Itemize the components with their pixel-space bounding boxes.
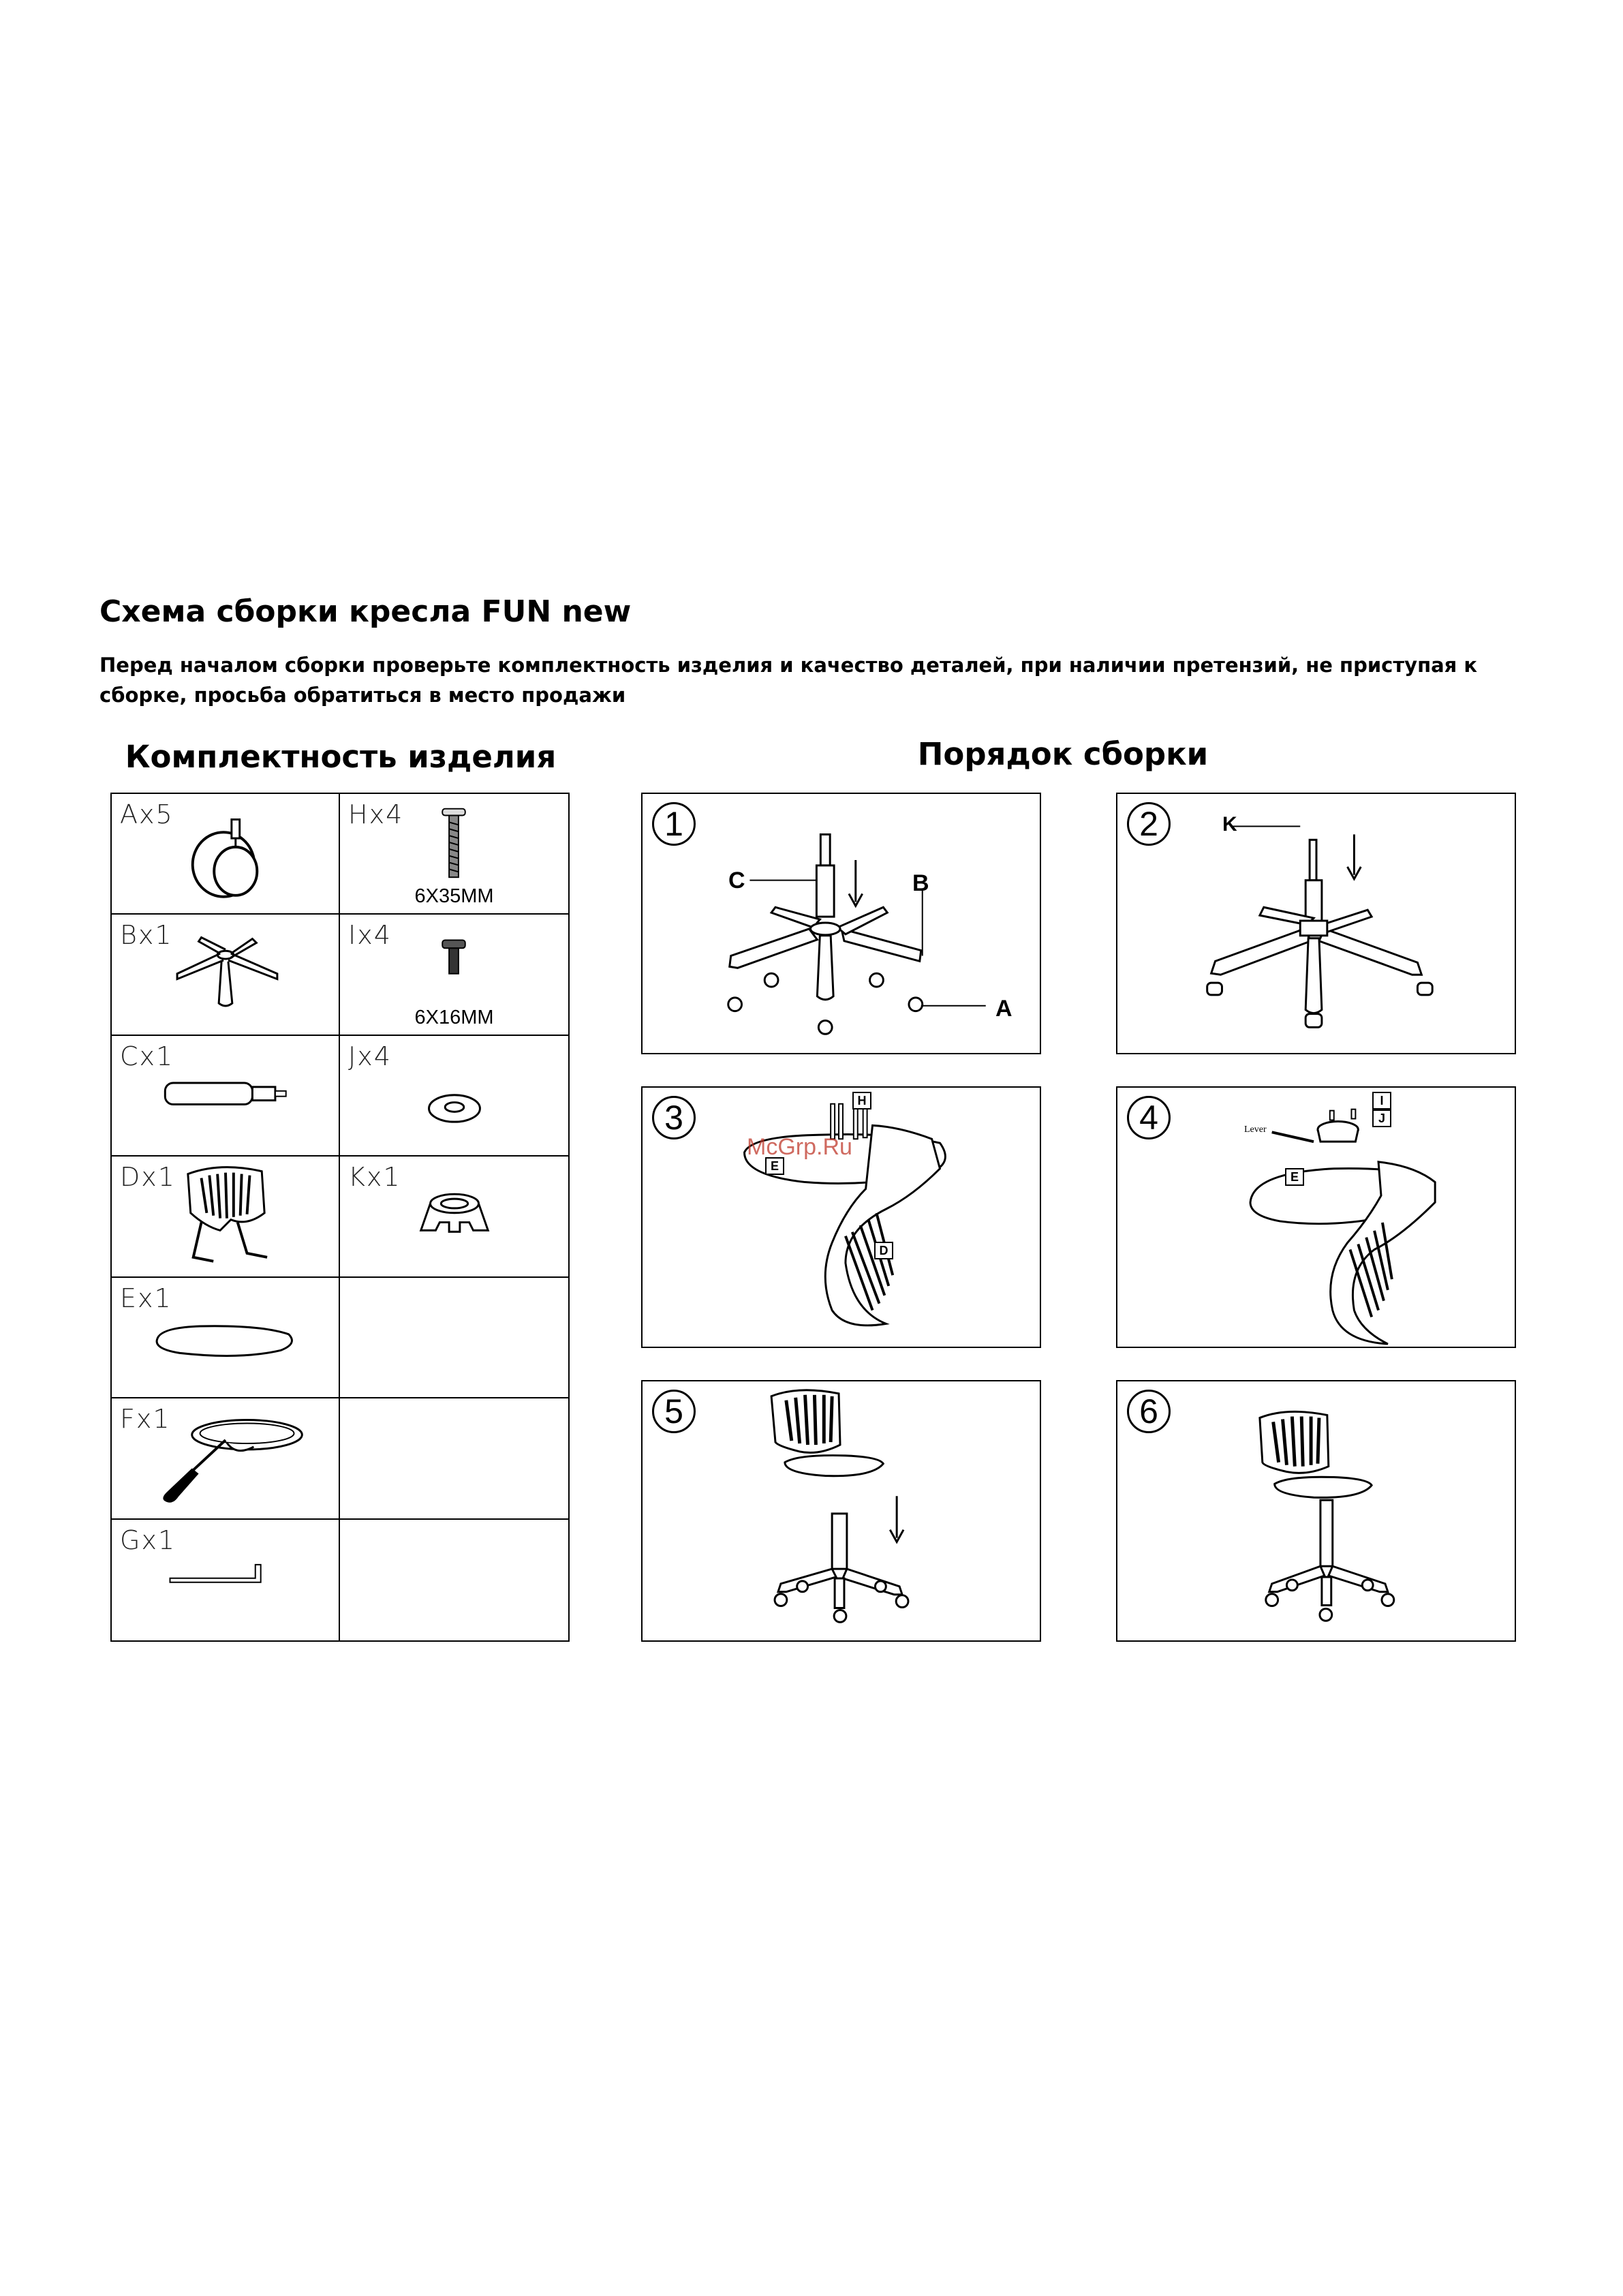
step-6-number: 6 bbox=[1127, 1390, 1171, 1433]
part-label-e: Ex1 bbox=[120, 1283, 172, 1313]
step-2-number: 2 bbox=[1127, 802, 1171, 846]
part-cell-b: Bx1 bbox=[112, 915, 340, 1036]
gas-lift-icon bbox=[164, 1082, 287, 1105]
callout-k: K bbox=[1222, 813, 1237, 836]
part-label-b: Bx1 bbox=[120, 920, 173, 951]
washer-icon bbox=[428, 1094, 481, 1123]
part-cell-i: Ix4 6X16MM bbox=[340, 915, 568, 1036]
callout-d: D bbox=[874, 1242, 893, 1259]
callout-e-step4: E bbox=[1285, 1168, 1304, 1186]
part-cell-h: Hx4 6X35MM bbox=[340, 794, 568, 915]
part-size-h: 6X35MM bbox=[414, 885, 494, 908]
part-cell-g: Gx1 bbox=[112, 1519, 340, 1640]
long-bolt-icon bbox=[442, 808, 466, 878]
step-2-base-diagram bbox=[1206, 825, 1434, 1028]
part-label-g: Gx1 bbox=[120, 1525, 176, 1555]
callout-i: I bbox=[1372, 1092, 1391, 1109]
watermark-text: McGrp.Ru bbox=[747, 1134, 852, 1160]
step-5-panel: 5 bbox=[641, 1380, 1041, 1642]
step-5-attach-diagram bbox=[770, 1389, 910, 1623]
step-5-number: 5 bbox=[652, 1390, 696, 1433]
intro-paragraph: Перед началом сборки проверьте комплектн… bbox=[99, 654, 1478, 707]
seat-icon bbox=[155, 1324, 293, 1357]
step-1-panel: 1 C B A bbox=[641, 793, 1041, 1054]
part-cell-d: Dx1 bbox=[112, 1157, 340, 1278]
callout-c: C bbox=[728, 868, 745, 893]
part-cell-empty-1 bbox=[340, 1278, 568, 1399]
part-label-f: Fx1 bbox=[120, 1404, 171, 1435]
short-bolt-icon bbox=[442, 939, 466, 975]
part-cell-empty-2 bbox=[340, 1398, 568, 1520]
step-6-panel: 6 bbox=[1116, 1380, 1516, 1642]
part-cell-empty-3 bbox=[340, 1520, 568, 1640]
step-6-complete-chair-diagram bbox=[1258, 1410, 1395, 1622]
mechanism-icon bbox=[163, 1419, 303, 1503]
part-label-j: Jx4 bbox=[348, 1041, 392, 1071]
step-1-base-diagram bbox=[727, 833, 986, 1035]
steps-heading: Порядок сборки bbox=[917, 736, 1209, 772]
step-3-seat-back-diagram bbox=[743, 1099, 946, 1327]
part-label-i: Ix4 bbox=[348, 920, 392, 951]
page-title: Схема сборки кресла FUN new bbox=[99, 594, 632, 629]
part-cell-f: Fx1 bbox=[112, 1398, 340, 1520]
cylinder-cover-icon bbox=[419, 1193, 490, 1234]
part-label-h: Hx4 bbox=[348, 799, 404, 829]
allen-key-icon bbox=[169, 1563, 262, 1583]
callout-b: B bbox=[912, 870, 929, 896]
step-1-number: 1 bbox=[652, 802, 696, 846]
callout-a: A bbox=[995, 996, 1013, 1022]
step-4-number: 4 bbox=[1127, 1096, 1171, 1139]
part-cell-a: Ax5 bbox=[112, 794, 340, 915]
part-label-a: Ax5 bbox=[120, 799, 174, 829]
callout-h: H bbox=[852, 1092, 871, 1109]
step-4-panel: 4 Lever I J E bbox=[1116, 1086, 1516, 1348]
part-label-k: Kx1 bbox=[348, 1162, 401, 1193]
part-label-d: Dx1 bbox=[120, 1162, 176, 1193]
step-2-panel: 2 K bbox=[1116, 793, 1516, 1054]
part-size-i: 6X16MM bbox=[414, 1006, 494, 1028]
part-cell-e: Ex1 bbox=[112, 1277, 340, 1399]
caster-wheel-icon bbox=[191, 818, 259, 898]
parts-heading: Комплектность изделия bbox=[125, 739, 557, 775]
star-base-icon bbox=[176, 936, 279, 1007]
part-cell-c: Cx1 bbox=[112, 1035, 340, 1157]
lever-label: Lever bbox=[1244, 1124, 1267, 1135]
parts-table: Ax5 Hx4 6X35MM Bx1 bbox=[110, 793, 570, 1642]
part-label-c: Cx1 bbox=[120, 1041, 174, 1071]
backrest-icon bbox=[187, 1166, 268, 1263]
callout-j: J bbox=[1372, 1109, 1391, 1127]
callout-e: E bbox=[765, 1157, 784, 1175]
part-cell-j: Jx4 bbox=[340, 1036, 568, 1157]
part-cell-k: Kx1 bbox=[340, 1157, 568, 1278]
step-3-panel: 3 H E D bbox=[641, 1086, 1041, 1348]
step-3-number: 3 bbox=[652, 1096, 696, 1139]
step-4-mechanism-diagram bbox=[1249, 1108, 1436, 1345]
